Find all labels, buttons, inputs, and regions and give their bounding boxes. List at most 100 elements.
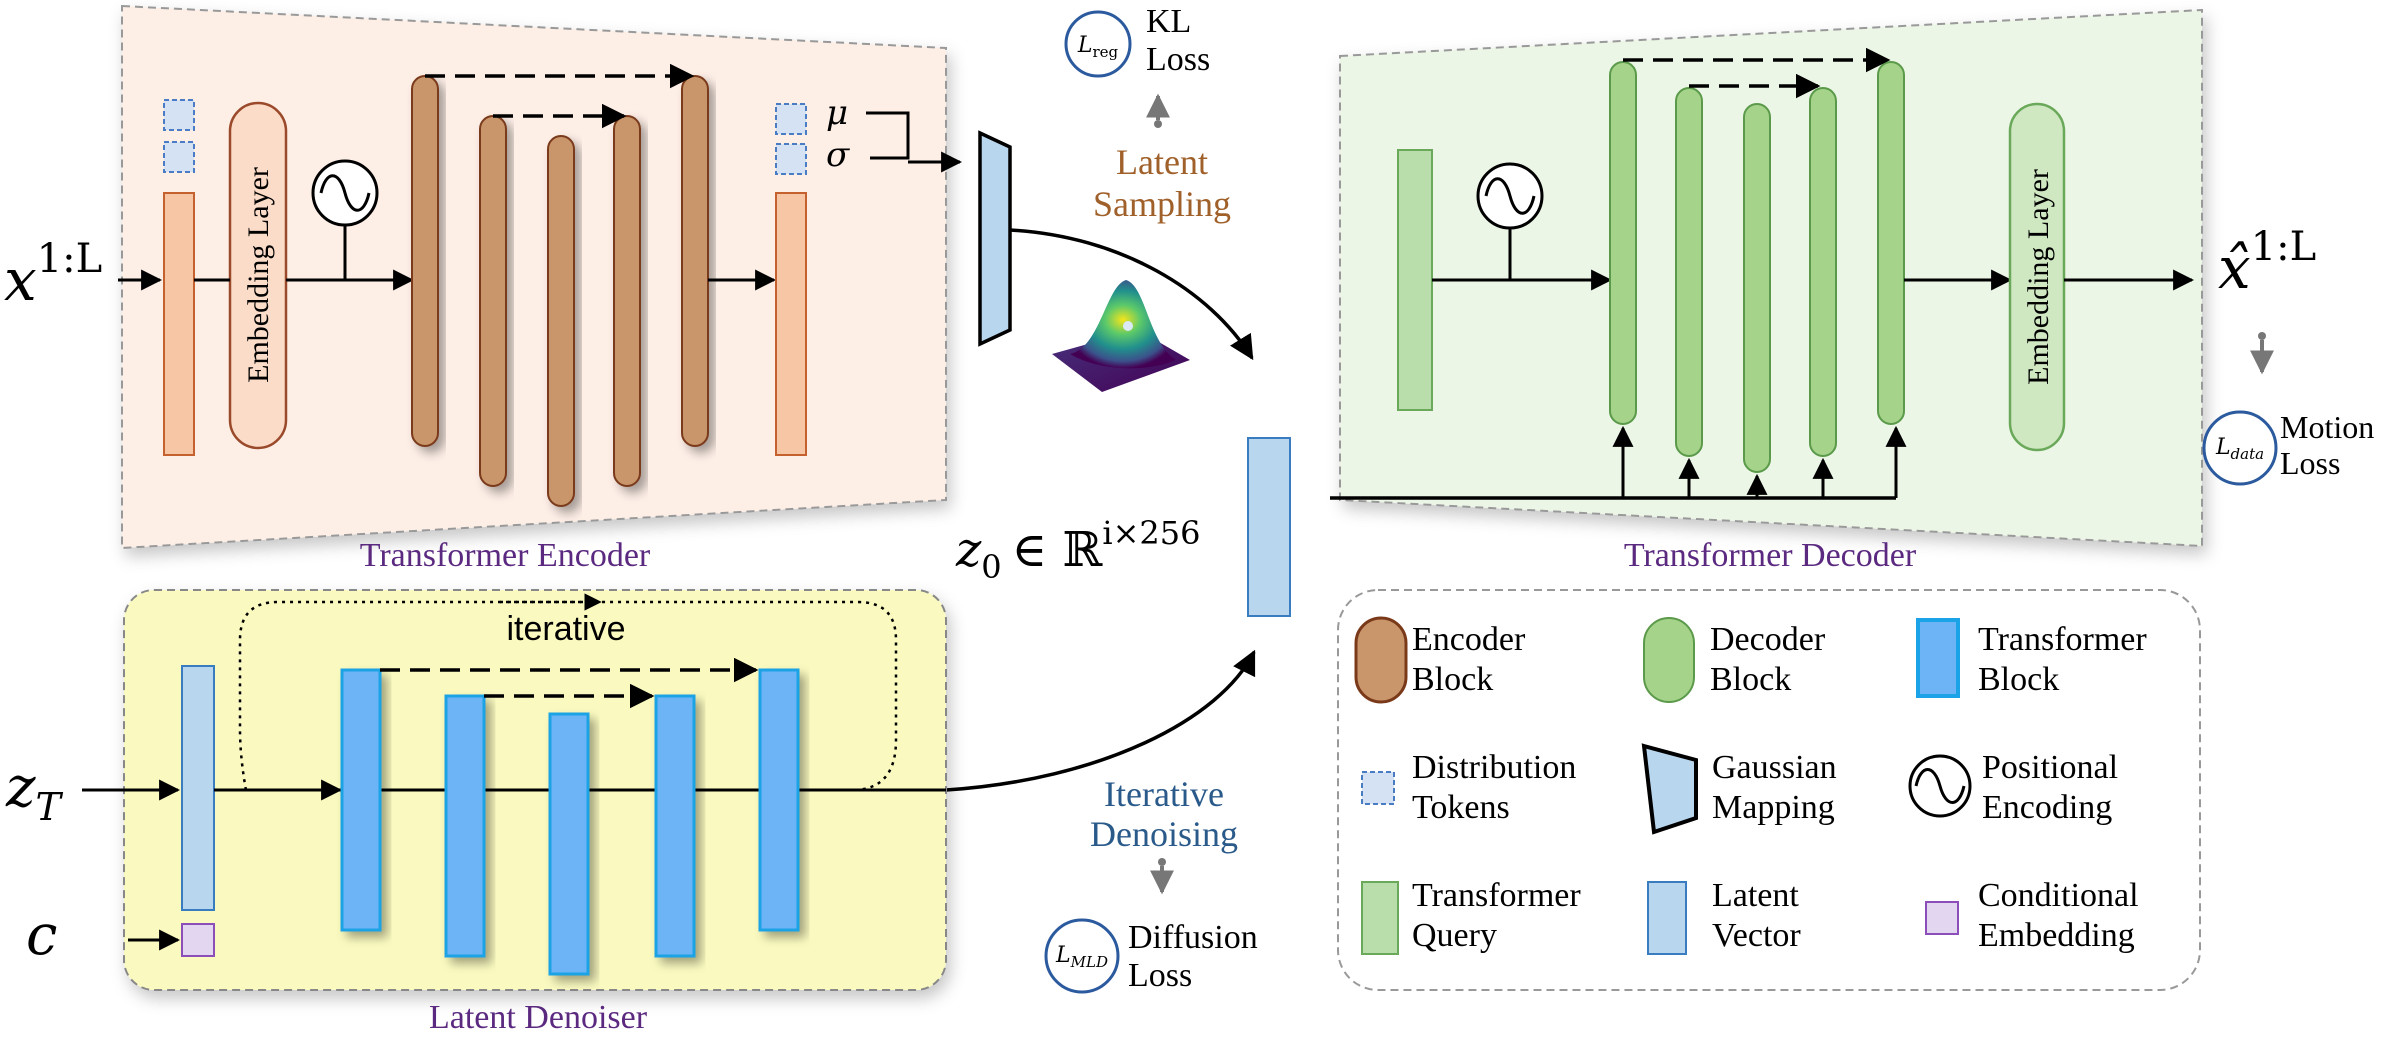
transformer-blocks (340, 668, 800, 976)
legend-item-latent-vector: Latent Vector (1647, 877, 1801, 955)
distribution-token (163, 141, 195, 173)
encoder-input-label: x1:L (4, 236, 102, 314)
svg-text:Vector: Vector (1712, 917, 1801, 954)
motion-loss-line1: Motion (2280, 409, 2374, 445)
svg-text:Encoder: Encoder (1412, 621, 1526, 658)
decoder-block (1609, 61, 1637, 425)
latent-sampling-line1: Latent (1116, 142, 1208, 182)
legend-item-encoder-block: Encoder Block (1354, 616, 1526, 704)
svg-text:Mapping: Mapping (1712, 789, 1835, 826)
svg-text:Embedding: Embedding (1978, 917, 2135, 954)
encoder-title: Transformer Encoder (360, 537, 651, 574)
kl-loss-line2: Loss (1146, 41, 1210, 78)
legend-item-decoder-block: Decoder Block (1643, 617, 1826, 703)
transformer-block (340, 668, 382, 932)
decoder-title: Transformer Decoder (1624, 537, 1917, 574)
decoder-block (1809, 87, 1837, 457)
encoder-block (479, 115, 507, 487)
svg-text:Block: Block (1412, 661, 1493, 698)
svg-text:Query: Query (1412, 917, 1497, 954)
denoiser-to-latent-arrow (945, 649, 1256, 792)
positional-encoding-icon (311, 159, 379, 280)
svg-text:LMLD: LMLD (1055, 943, 1108, 971)
z0-label: z0∈ ℝi×256 (955, 514, 1200, 586)
decoder-embedding-label: Embedding Layer (2022, 169, 2055, 385)
output-to-motion-dot (2258, 332, 2266, 340)
latent-vector (1247, 437, 1291, 617)
svg-text:Decoder: Decoder (1710, 621, 1826, 658)
encoder-blocks (411, 75, 709, 507)
latent-sampling-line2: Sampling (1093, 184, 1231, 224)
svg-text:Transformer: Transformer (1978, 621, 2147, 658)
encoder-panel: x1:L Embedding Layer (4, 4, 963, 574)
denoiser-latent-vector (181, 665, 215, 911)
encoder-output-token (775, 192, 807, 456)
encoder-embedding-layer (228, 101, 288, 450)
encoder-block (547, 135, 575, 507)
transformer-block (654, 694, 696, 958)
decoder-panel: Embedding Layer x̂1:L Ldata Motion Loss … (1330, 8, 2374, 574)
svg-text:Transformer: Transformer (1412, 877, 1581, 914)
svg-text:Latent: Latent (1712, 877, 1799, 914)
svg-text:Encoding: Encoding (1982, 789, 2112, 826)
legend-item-transformer-block: Transformer Block (1916, 618, 2147, 698)
latent-memory-lines (1330, 425, 1907, 500)
gaussian-mapping (978, 130, 1012, 347)
decoder-block (1877, 61, 1905, 425)
diffusion-loss-line2: Loss (1128, 957, 1192, 994)
sigma-label: σ (826, 135, 850, 175)
encoder-block (411, 75, 439, 447)
gaussian-to-latent-arrow (1009, 228, 1254, 361)
decoder-blocks (1609, 61, 1905, 473)
legend-frame (1337, 589, 2201, 991)
svg-text:Conditional: Conditional (1978, 877, 2139, 914)
legend: Encoder Block Decoder Block Transformer … (1337, 589, 2201, 991)
svg-text:Tokens: Tokens (1412, 789, 1510, 826)
decoder-block (1675, 87, 1703, 457)
zt-label: zT (5, 755, 64, 829)
legend-item-positional-encoding: Positional Encoding (1908, 749, 2118, 826)
svg-text:Block: Block (1978, 661, 2059, 698)
distribution-token (775, 143, 807, 175)
sampling-to-kl-dot (1154, 120, 1162, 128)
encoder-background (121, 4, 947, 550)
svg-text:Distribution: Distribution (1412, 749, 1576, 786)
transformer-query (1397, 149, 1433, 411)
mu-label: μ (826, 93, 848, 133)
denoiser-panel: zT c iterative Latent Denoiser (5, 589, 947, 1036)
encoder-block (681, 75, 709, 447)
transformer-block (444, 694, 486, 958)
svg-text:Block: Block (1710, 661, 1791, 698)
distribution-token (775, 103, 807, 135)
iterative-denoising-line1: Iterative (1104, 774, 1224, 814)
legend-item-gaussian-mapping: Gaussian Mapping (1641, 743, 1837, 835)
svg-text:Gaussian: Gaussian (1712, 749, 1837, 786)
denoising-to-diffusion-dot (1158, 858, 1166, 866)
decoder-embedding-layer (2008, 102, 2066, 452)
svg-text:Ldata: Ldata (2215, 435, 2264, 463)
decoder-output-label: x̂1:L (2218, 224, 2316, 302)
c-label: c (26, 903, 57, 968)
kl-loss-line1: KL (1146, 3, 1191, 40)
kl-loss-badge: Lreg (1064, 10, 1132, 78)
gaussian-distribution-icon (1052, 280, 1190, 392)
denoiser-title: Latent Denoiser (429, 999, 648, 1036)
legend-item-conditional-embedding: Conditional Embedding (1925, 877, 2139, 954)
transformer-block (548, 712, 590, 976)
legend-item-distribution-tokens: Distribution Tokens (1361, 749, 1576, 826)
conditional-embedding (181, 923, 215, 957)
encoder-input-token (163, 192, 195, 456)
iterative-denoising-line2: Denoising (1090, 814, 1238, 854)
encoder-block (613, 115, 641, 487)
decoder-block (1743, 103, 1771, 473)
encoder-embedding-label: Embedding Layer (242, 167, 275, 383)
distribution-token (163, 99, 195, 131)
svg-text:Lreg: Lreg (1077, 33, 1119, 61)
svg-text:Positional: Positional (1982, 749, 2118, 786)
motion-loss-badge: Ldata (2202, 410, 2278, 486)
latent-center: Lreg KL Loss Latent Sampling z0∈ ℝi×256 … (945, 3, 1291, 994)
motion-loss-line2: Loss (2280, 445, 2340, 481)
decoder-positional-encoding-icon (1476, 162, 1544, 280)
transformer-block (758, 668, 800, 932)
